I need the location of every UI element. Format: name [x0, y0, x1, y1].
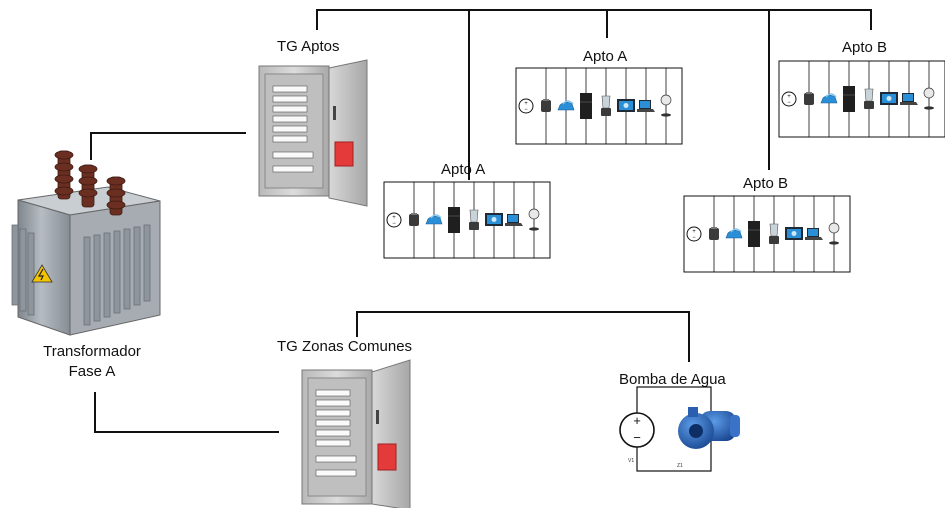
refrigerator-icon: [843, 86, 855, 112]
transformer-label-line1: Transformador: [43, 343, 141, 360]
wiring-lines: [90, 9, 872, 433]
bomba-label: Bomba de Agua: [619, 371, 726, 388]
pump-circuit: + − V1 Z1: [619, 386, 740, 472]
iron-icon: [725, 228, 743, 239]
blender-icon: [769, 223, 779, 244]
tg-aptos-panel: [258, 59, 368, 207]
refrigerator-icon: [448, 207, 460, 233]
tg-zonas-comunes-panel: [301, 359, 411, 511]
apto-b-upper-circuit: +−: [778, 60, 945, 138]
svg-text:+: +: [787, 94, 791, 100]
svg-text:−: −: [524, 107, 528, 113]
load-label: Z1: [677, 463, 683, 469]
toaster-icon: [541, 99, 551, 112]
refrigerator-icon: [580, 93, 592, 119]
apto-b-upper-label: Apto B: [842, 39, 888, 56]
apto-a-lower-label: Apto A: [441, 161, 486, 178]
iron-icon: [557, 100, 575, 111]
apto-a-lower-circuit: +−: [383, 181, 551, 259]
iron-icon: [820, 93, 838, 104]
transformer-icon: [11, 150, 161, 336]
toaster-icon: [409, 213, 419, 226]
source-icon: +−: [686, 226, 702, 242]
water-pump-icon: [678, 407, 740, 449]
source-icon: +−: [386, 212, 402, 228]
voltage-source-icon: [619, 412, 655, 448]
svg-text:−: −: [787, 100, 791, 106]
apto-b-lower-circuit: +−: [683, 195, 851, 273]
blender-icon: [864, 88, 874, 109]
svg-text:+: +: [692, 229, 696, 235]
tv-icon: [785, 227, 803, 240]
toaster-icon: [709, 227, 719, 240]
svg-text:+: +: [392, 215, 396, 221]
blender-icon: [601, 95, 611, 116]
tv-icon: [880, 92, 898, 105]
iron-icon: [425, 214, 443, 225]
svg-text:+: +: [524, 101, 528, 107]
refrigerator-icon: [748, 221, 760, 247]
tg-zonas-comunes-label: TG Zonas Comunes: [277, 338, 413, 355]
laptop-icon: [505, 214, 523, 226]
source-label: V1: [628, 458, 634, 464]
svg-text:+: +: [633, 413, 641, 428]
tv-icon: [617, 99, 635, 112]
transformer-label-line2: Fase A: [68, 363, 116, 380]
apto-a-upper-circuit: +−: [515, 67, 683, 145]
laptop-icon: [805, 228, 823, 240]
tv-icon: [485, 213, 503, 226]
fan-icon: [828, 222, 840, 245]
fan-icon: [660, 94, 672, 117]
source-icon: +−: [781, 91, 797, 107]
tg-aptos-label: TG Aptos: [277, 38, 340, 55]
fan-icon: [923, 87, 935, 110]
svg-text:−: −: [633, 430, 641, 445]
laptop-icon: [637, 100, 655, 112]
source-icon: +−: [518, 98, 534, 114]
toaster-icon: [804, 92, 814, 105]
apto-b-lower-label: Apto B: [743, 175, 789, 192]
fan-icon: [528, 208, 540, 231]
blender-icon: [469, 209, 479, 230]
svg-text:−: −: [392, 221, 396, 227]
apto-a-upper-label: Apto A: [583, 48, 628, 65]
laptop-icon: [900, 93, 918, 105]
svg-text:−: −: [692, 235, 696, 241]
